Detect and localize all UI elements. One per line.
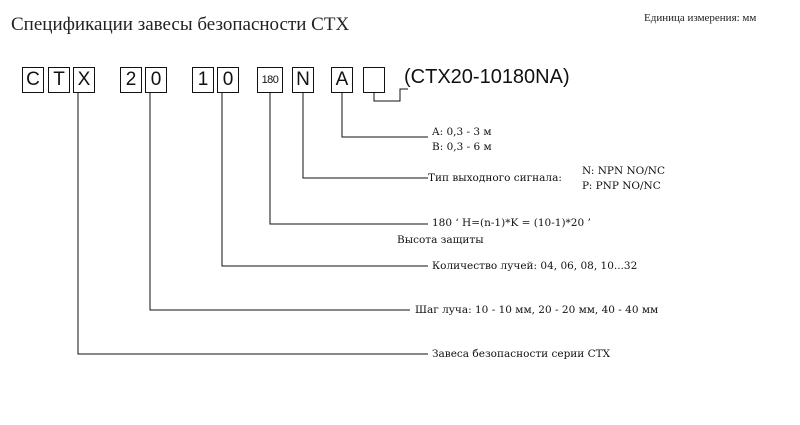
range-a-label: A: 0,3 - 3 м: [432, 126, 492, 138]
signal-pnp-label: P: PNP NO/NC: [582, 180, 661, 192]
code-box-pitch-digit-1: 2: [120, 67, 142, 93]
leader-line-blank: [373, 88, 408, 102]
height-formula: 180 ‘ H=(n-1)*K = (10-1)*20 ’: [432, 217, 591, 229]
leader-line-beams: [221, 93, 428, 267]
code-box-signal: N: [292, 67, 314, 93]
series-label: Завеса безопасности серии CTX: [432, 348, 611, 360]
range-b-label: B: 0,3 - 6 м: [432, 141, 492, 153]
code-box-x: X: [73, 67, 95, 93]
signal-npn-label: N: NPN NO/NC: [582, 165, 666, 177]
model-example: (CTX20-10180NA): [404, 66, 570, 88]
height-label: Высота защиты: [397, 234, 484, 246]
code-box-beams-digit-2: 0: [217, 67, 239, 93]
code-box-beams-digit-1: 1: [192, 67, 214, 93]
code-box-c: C: [22, 67, 44, 93]
leader-line-height: [269, 93, 428, 225]
beam-pitch-label: Шаг луча: 10 - 10 мм, 20 - 20 мм, 40 - 4…: [415, 304, 659, 316]
code-box-pitch-digit-2: 0: [145, 67, 167, 93]
code-box-blank: [363, 67, 385, 93]
code-box-range: A: [331, 67, 353, 93]
signal-type-label: Тип выходного сигнала:: [428, 172, 562, 184]
leader-line-series: [77, 93, 428, 355]
code-box-height: 180: [257, 67, 283, 93]
leader-line-range: [341, 93, 428, 138]
code-box-t: T: [48, 67, 70, 93]
beam-count-label: Количество лучей: 04, 06, 08, 10...32: [432, 260, 638, 272]
leader-line-pitch: [149, 93, 410, 311]
unit-label: Единица измерения: мм: [644, 12, 757, 24]
diagram-title: Спецификации завесы безопасности CTX: [11, 14, 350, 35]
leader-line-signal: [302, 93, 428, 179]
